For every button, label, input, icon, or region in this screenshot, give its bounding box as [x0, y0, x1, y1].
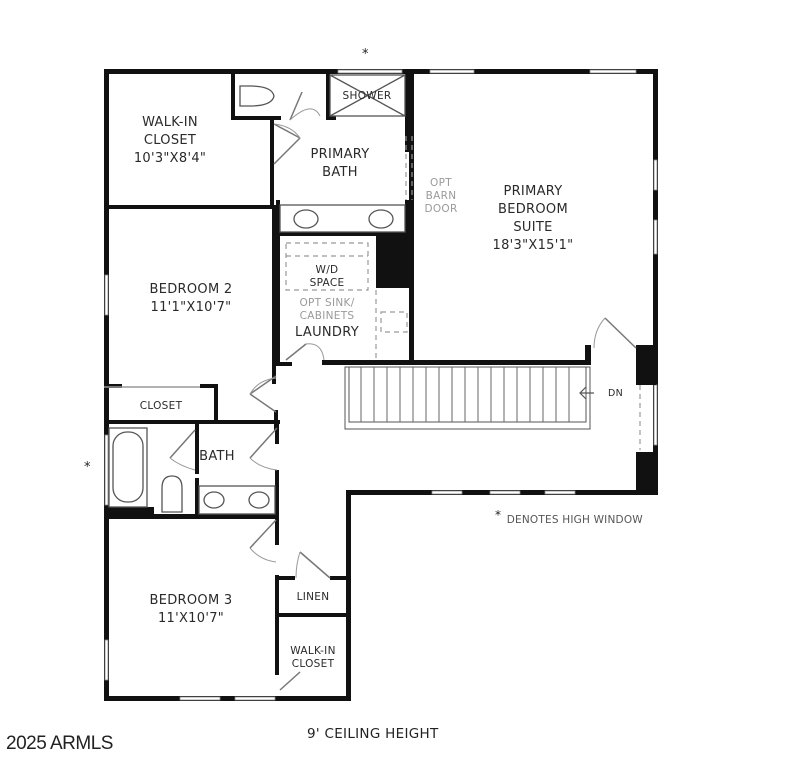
legend-text: DENOTES HIGH WINDOW [506, 514, 643, 526]
doors [104, 91, 637, 691]
label-line: LINEN [296, 591, 330, 603]
label-line: CABINETS [299, 310, 355, 322]
label-line: CLOSET [143, 133, 197, 148]
windows [104, 69, 658, 701]
label-opt-barn-door: OPT BARN DOOR [424, 177, 457, 216]
high-window-legend: * DENOTES HIGH WINDOW [495, 508, 643, 526]
label-line: CLOSET [291, 658, 335, 670]
room-label-shower: SHOWER [343, 90, 392, 103]
room-label-linen: LINEN [297, 591, 330, 604]
ceiling-height-note: 9' CEILING HEIGHT [307, 726, 439, 742]
room-label-bedroom-2: BEDROOM 2 11'1"X10'7" [150, 281, 233, 317]
label-dimensions: 11'1"X10'7" [150, 300, 232, 315]
high-window-marker-left: * [84, 460, 91, 475]
label-line: PRIMARY [310, 147, 370, 162]
label-line: WALK-IN [290, 645, 336, 657]
room-label-walk-in-closet-2: WALK-IN CLOSET [290, 645, 335, 671]
label-line: SPACE [309, 277, 345, 289]
room-label-bath: BATH [199, 448, 235, 466]
copyright-watermark: 2025 ARMLS [6, 733, 113, 754]
label-line: OPT [430, 177, 452, 189]
arrow-left-icon [579, 386, 594, 400]
label-line: CLOSET [139, 400, 183, 412]
label-dimensions: 18'3"X15'1" [492, 238, 574, 253]
label-line: OPT SINK/ [299, 297, 355, 309]
label-line: BARN [425, 190, 457, 202]
label-line: BATH [199, 449, 235, 464]
label-line: BEDROOM 2 [149, 282, 233, 297]
label-line: PRIMARY [503, 184, 563, 199]
label-line: DOOR [424, 203, 458, 215]
legend-marker: * [495, 508, 502, 522]
room-label-bedroom-3: BEDROOM 3 11'X10'7" [150, 592, 233, 628]
room-label-laundry: LAUNDRY [295, 324, 359, 342]
label-line: BEDROOM [498, 202, 568, 217]
label-line: SUITE [513, 220, 553, 235]
stairs [344, 366, 594, 430]
label-line: WALK-IN [142, 115, 198, 130]
high-window-marker-top: * [362, 47, 369, 62]
label-opt-sink-cabinets: OPT SINK/ CABINETS [299, 297, 354, 323]
stairs-down-label: DN [608, 388, 624, 399]
label-dimensions: 11'X10'7" [157, 611, 225, 626]
optional-elements [285, 136, 641, 450]
label-line: W/D [315, 264, 339, 276]
room-label-primary-bedroom-suite: PRIMARY BEDROOM SUITE 18'3"X15'1" [493, 183, 574, 255]
label-dimensions: 10'3"X8'4" [133, 151, 207, 166]
label-line: SHOWER [342, 90, 392, 102]
room-label-primary-bath: PRIMARY BATH [310, 146, 369, 182]
fixtures [108, 74, 406, 515]
room-label-closet: CLOSET [140, 400, 183, 413]
label-line: LAUNDRY [295, 325, 359, 340]
label-line: BATH [322, 165, 358, 180]
room-label-walk-in-closet: WALK-IN CLOSET 10'3"X8'4" [134, 114, 206, 168]
label-line: BEDROOM 3 [149, 593, 233, 608]
interior-walls [104, 72, 656, 675]
label-wd-space: W/D SPACE [310, 264, 345, 290]
